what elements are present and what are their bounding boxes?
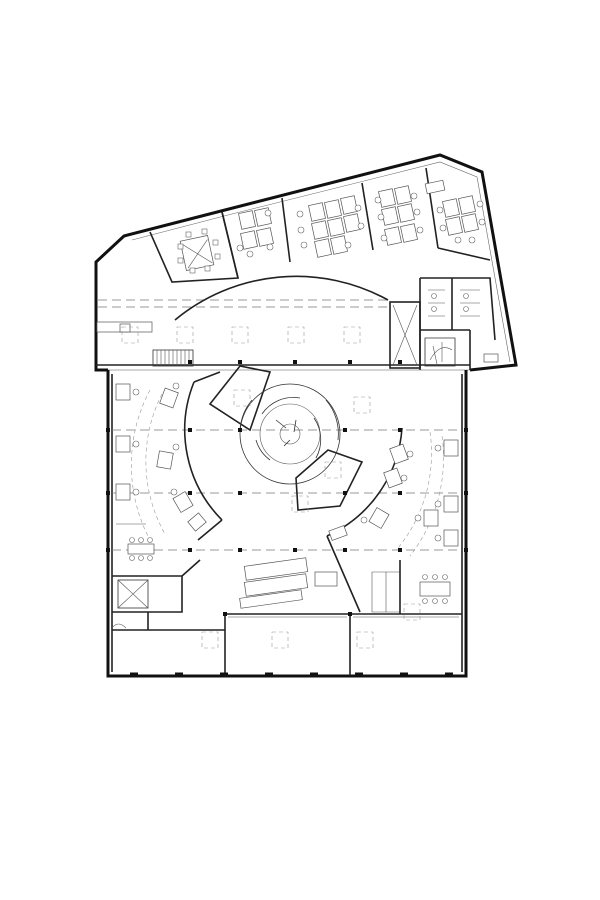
structural-column bbox=[293, 360, 297, 364]
window-mullions bbox=[106, 390, 468, 676]
ceiling-light-mark bbox=[287, 326, 305, 344]
ceiling-light-mark bbox=[291, 495, 309, 513]
ceiling-light-mark bbox=[271, 631, 289, 649]
main-block bbox=[106, 370, 468, 678]
central-ring-segments bbox=[255, 397, 322, 461]
structural-column bbox=[188, 491, 192, 495]
upper-wing bbox=[94, 153, 518, 372]
right-workstations bbox=[328, 431, 459, 614]
structural-column bbox=[464, 548, 468, 552]
rotunda-arc-upper bbox=[174, 275, 389, 321]
upper-wing-outer-wall bbox=[94, 153, 518, 372]
structural-column bbox=[238, 428, 242, 432]
restroom-block bbox=[419, 277, 496, 370]
ceiling-light-mark bbox=[201, 631, 219, 649]
spiral-stair bbox=[424, 337, 456, 367]
reception-counter bbox=[483, 353, 499, 363]
office-row-divider bbox=[221, 167, 491, 279]
central-arc-bench bbox=[325, 399, 339, 441]
columns bbox=[106, 360, 468, 616]
left-curve-dashed bbox=[131, 389, 151, 541]
structural-column bbox=[343, 428, 347, 432]
rotunda-arc-left bbox=[183, 381, 223, 521]
lounge-tables bbox=[239, 557, 338, 609]
structural-column bbox=[464, 428, 468, 432]
structural-column bbox=[238, 491, 242, 495]
ceiling-light-mark bbox=[231, 326, 249, 344]
structural-column bbox=[348, 612, 352, 616]
meeting-table-left bbox=[127, 543, 155, 555]
bottom-rooms-wall bbox=[112, 613, 462, 676]
ceiling-light-mark bbox=[353, 396, 371, 414]
central-radial-desks bbox=[275, 419, 297, 447]
structural-column bbox=[188, 428, 192, 432]
meeting-room-upper bbox=[177, 228, 221, 274]
central-ring-inner bbox=[279, 423, 301, 445]
upper-wing-glazing bbox=[131, 161, 511, 363]
structural-column bbox=[293, 548, 297, 552]
left-workstations bbox=[115, 382, 207, 561]
structural-column bbox=[106, 548, 110, 552]
ceiling-light-mark bbox=[176, 326, 194, 344]
door-swing bbox=[111, 623, 127, 629]
meeting-table-right bbox=[419, 581, 451, 597]
right-curve-dashed-2 bbox=[409, 435, 444, 557]
structural-column bbox=[398, 491, 402, 495]
structural-column bbox=[188, 360, 192, 364]
central-ring-mid bbox=[259, 403, 321, 465]
inner-wing-east bbox=[295, 449, 364, 511]
stair-small bbox=[152, 349, 194, 367]
main-block-outer-wall bbox=[106, 370, 468, 678]
ceiling-light-mark bbox=[356, 631, 374, 649]
structural-column bbox=[238, 360, 242, 364]
structural-column bbox=[343, 548, 347, 552]
structural-column bbox=[238, 548, 242, 552]
inner-wing-north bbox=[208, 365, 272, 432]
ceiling-light-mark bbox=[343, 326, 361, 344]
shaft-left bbox=[117, 579, 149, 609]
structural-column bbox=[223, 612, 227, 616]
rotunda-spoke-walls bbox=[193, 371, 361, 613]
ceiling-light-mark bbox=[121, 326, 139, 344]
structural-column bbox=[398, 360, 402, 364]
office-desks-top bbox=[236, 179, 486, 258]
structural-column bbox=[348, 360, 352, 364]
kitchen-sink bbox=[119, 323, 131, 333]
ceiling-marks bbox=[121, 326, 421, 649]
structural-column bbox=[188, 548, 192, 552]
ceiling-light-mark bbox=[403, 603, 421, 621]
structural-column bbox=[398, 548, 402, 552]
structural-column bbox=[398, 428, 402, 432]
central-rotunda bbox=[174, 275, 403, 613]
ceiling-light-mark bbox=[233, 389, 251, 407]
cabinet bbox=[371, 571, 401, 613]
ceiling-light-mark bbox=[324, 461, 342, 479]
left-service-walls bbox=[112, 559, 201, 630]
central-ring-outer bbox=[239, 383, 341, 485]
structural-column bbox=[106, 428, 110, 432]
elevator-core bbox=[389, 301, 421, 369]
structural-column bbox=[343, 491, 347, 495]
right-curve-dashed bbox=[397, 431, 432, 549]
left-curve-dashed-2 bbox=[145, 393, 166, 535]
